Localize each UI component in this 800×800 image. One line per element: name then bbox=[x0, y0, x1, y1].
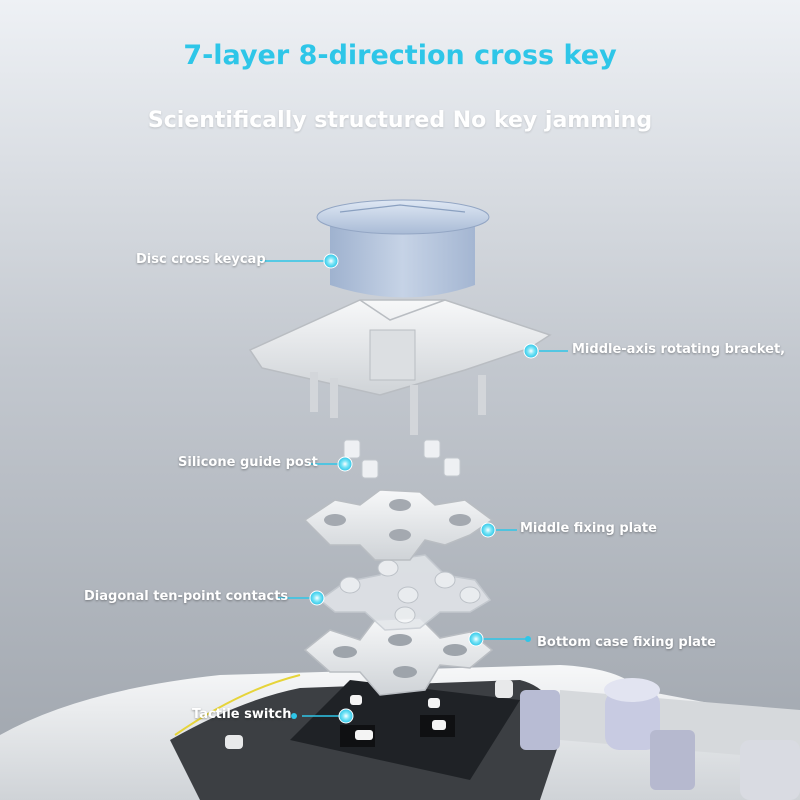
callout-keycap-label: Disc cross keycap bbox=[136, 252, 266, 267]
bottom-case-fixing-plate bbox=[303, 617, 494, 696]
silicone-guide-posts bbox=[343, 439, 461, 479]
callout-bracket-label: Middle-axis rotating bracket, bbox=[572, 342, 786, 357]
diagonal-contacts-pad bbox=[318, 554, 492, 631]
middle-axis-rotating-bracket bbox=[248, 299, 552, 435]
callout-markers bbox=[291, 253, 539, 724]
tactile-switch-board bbox=[290, 680, 520, 780]
middle-fixing-plate bbox=[303, 489, 494, 561]
page-subtitle: Scientifically structured No key jamming bbox=[147, 108, 653, 133]
disc-cross-keycap bbox=[316, 199, 490, 298]
side-buttons bbox=[225, 678, 800, 800]
callout-lines bbox=[260, 260, 568, 717]
callout-bottom-plate-label: Bottom case fixing plate bbox=[537, 635, 716, 650]
callout-contacts-label: Diagonal ten-point contacts bbox=[84, 589, 289, 604]
page-title: 7-layer 8-direction cross key bbox=[183, 40, 617, 71]
callout-tactile-label: Tactile switch bbox=[192, 707, 292, 722]
callout-middle-plate-label: Middle fixing plate bbox=[520, 521, 657, 536]
callout-guide-post-label: Silicone guide post bbox=[178, 455, 318, 470]
